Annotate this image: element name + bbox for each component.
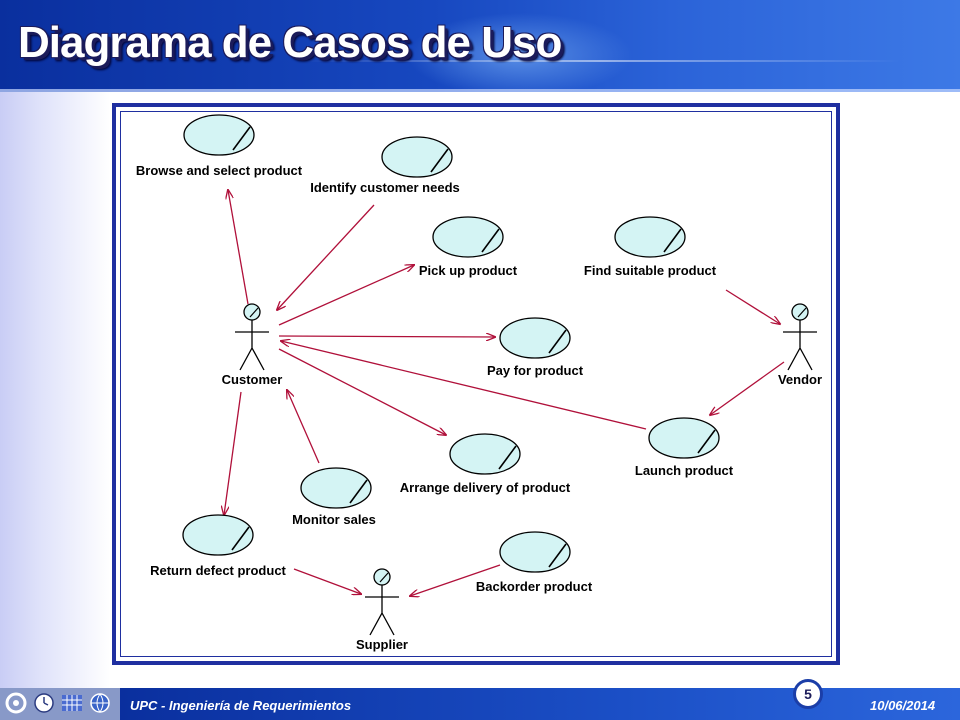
use-case-browse[interactable]: Browse and select product xyxy=(136,114,303,178)
association-identify-customer xyxy=(277,204,375,310)
association-return-supplier xyxy=(293,568,361,594)
association-customer-arrange xyxy=(278,348,446,435)
use-case-launch[interactable]: Launch product xyxy=(635,417,734,478)
actor-head-mark xyxy=(249,307,259,318)
actor-stick-figure xyxy=(783,320,817,371)
use-case-label: Monitor sales xyxy=(292,512,376,527)
use-case-stereotype-mark xyxy=(232,126,251,151)
use-case-stereotype-mark xyxy=(430,148,449,173)
use-case-stereotype-mark xyxy=(548,329,567,354)
actor-stick-figure xyxy=(235,320,269,371)
use-case-label: Arrange delivery of product xyxy=(400,480,571,495)
use-case-stereotype-mark xyxy=(663,228,682,253)
actor-vendor[interactable]: Vendor xyxy=(778,303,822,387)
clock-icon xyxy=(32,691,56,715)
use-case-pay[interactable]: Pay for product xyxy=(487,317,584,378)
footer-icon-strip xyxy=(0,688,120,720)
actor-customer[interactable]: Customer xyxy=(222,303,283,387)
use-case-label: Return defect product xyxy=(150,563,286,578)
use-case-find[interactable]: Find suitable product xyxy=(584,216,717,278)
use-case-stereotype-mark xyxy=(697,429,716,454)
actor-head xyxy=(373,568,391,586)
use-case-label: Pay for product xyxy=(487,363,584,378)
association-backorder-supplier xyxy=(410,564,501,596)
use-case-backorder[interactable]: Backorder product xyxy=(476,531,593,594)
association-launch-customer xyxy=(281,341,647,430)
actor-supplier[interactable]: Supplier xyxy=(356,568,408,652)
actor-head xyxy=(243,303,261,321)
slide-title: Diagrama de Casos de Uso xyxy=(18,18,562,67)
diagram-inner-border xyxy=(120,111,832,657)
use-case-stereotype-mark xyxy=(481,228,500,253)
actor-head-mark xyxy=(379,572,389,583)
association-customer-pay xyxy=(278,336,495,337)
use-case-identify[interactable]: Identify customer needs xyxy=(310,136,460,195)
association-monitor-customer xyxy=(287,390,320,464)
logo-at-icon xyxy=(4,691,28,715)
globe-icon xyxy=(88,691,112,715)
actor-stick-figure xyxy=(365,585,399,636)
footer-date: 10/06/2014 xyxy=(870,698,936,713)
use-case-stereotype-mark xyxy=(548,543,567,568)
actor-head xyxy=(791,303,809,321)
association-find-vendor xyxy=(725,289,780,324)
use-case-label: Pick up product xyxy=(419,263,518,278)
use-case-stereotype-mark xyxy=(231,526,250,551)
actor-label: Customer xyxy=(222,372,283,387)
actor-head-mark xyxy=(797,307,807,318)
use-case-stereotype-mark xyxy=(349,479,368,504)
header-bar: Diagrama de Casos de Uso xyxy=(0,0,960,92)
header-decoration xyxy=(300,60,900,62)
association-vendor-launch xyxy=(710,361,785,415)
association-customer-return xyxy=(224,391,242,515)
actor-label: Vendor xyxy=(778,372,822,387)
use-case-return[interactable]: Return defect product xyxy=(150,514,287,578)
use-case-stereotype-mark xyxy=(498,445,517,470)
use-case-pickup[interactable]: Pick up product xyxy=(419,216,518,278)
footer-course-name: UPC - Ingeniería de Requerimientos xyxy=(130,698,352,713)
use-case-label: Browse and select product xyxy=(136,163,303,178)
use-case-monitor[interactable]: Monitor sales xyxy=(292,467,376,527)
use-case-label: Backorder product xyxy=(476,579,593,594)
use-case-label: Launch product xyxy=(635,463,734,478)
use-case-arrange[interactable]: Arrange delivery of product xyxy=(400,433,571,495)
footer-bar: UPC - Ingeniería de Requerimientos 10/06… xyxy=(120,688,960,720)
grid-icon xyxy=(60,691,84,715)
use-case-label: Identify customer needs xyxy=(310,180,460,195)
slide-number-badge: 5 xyxy=(793,679,823,709)
actor-label: Supplier xyxy=(356,637,408,652)
association-customer-browse xyxy=(228,190,249,305)
association-customer-pickup xyxy=(278,265,414,326)
use-case-label: Find suitable product xyxy=(584,263,717,278)
associations-layer xyxy=(224,190,785,596)
